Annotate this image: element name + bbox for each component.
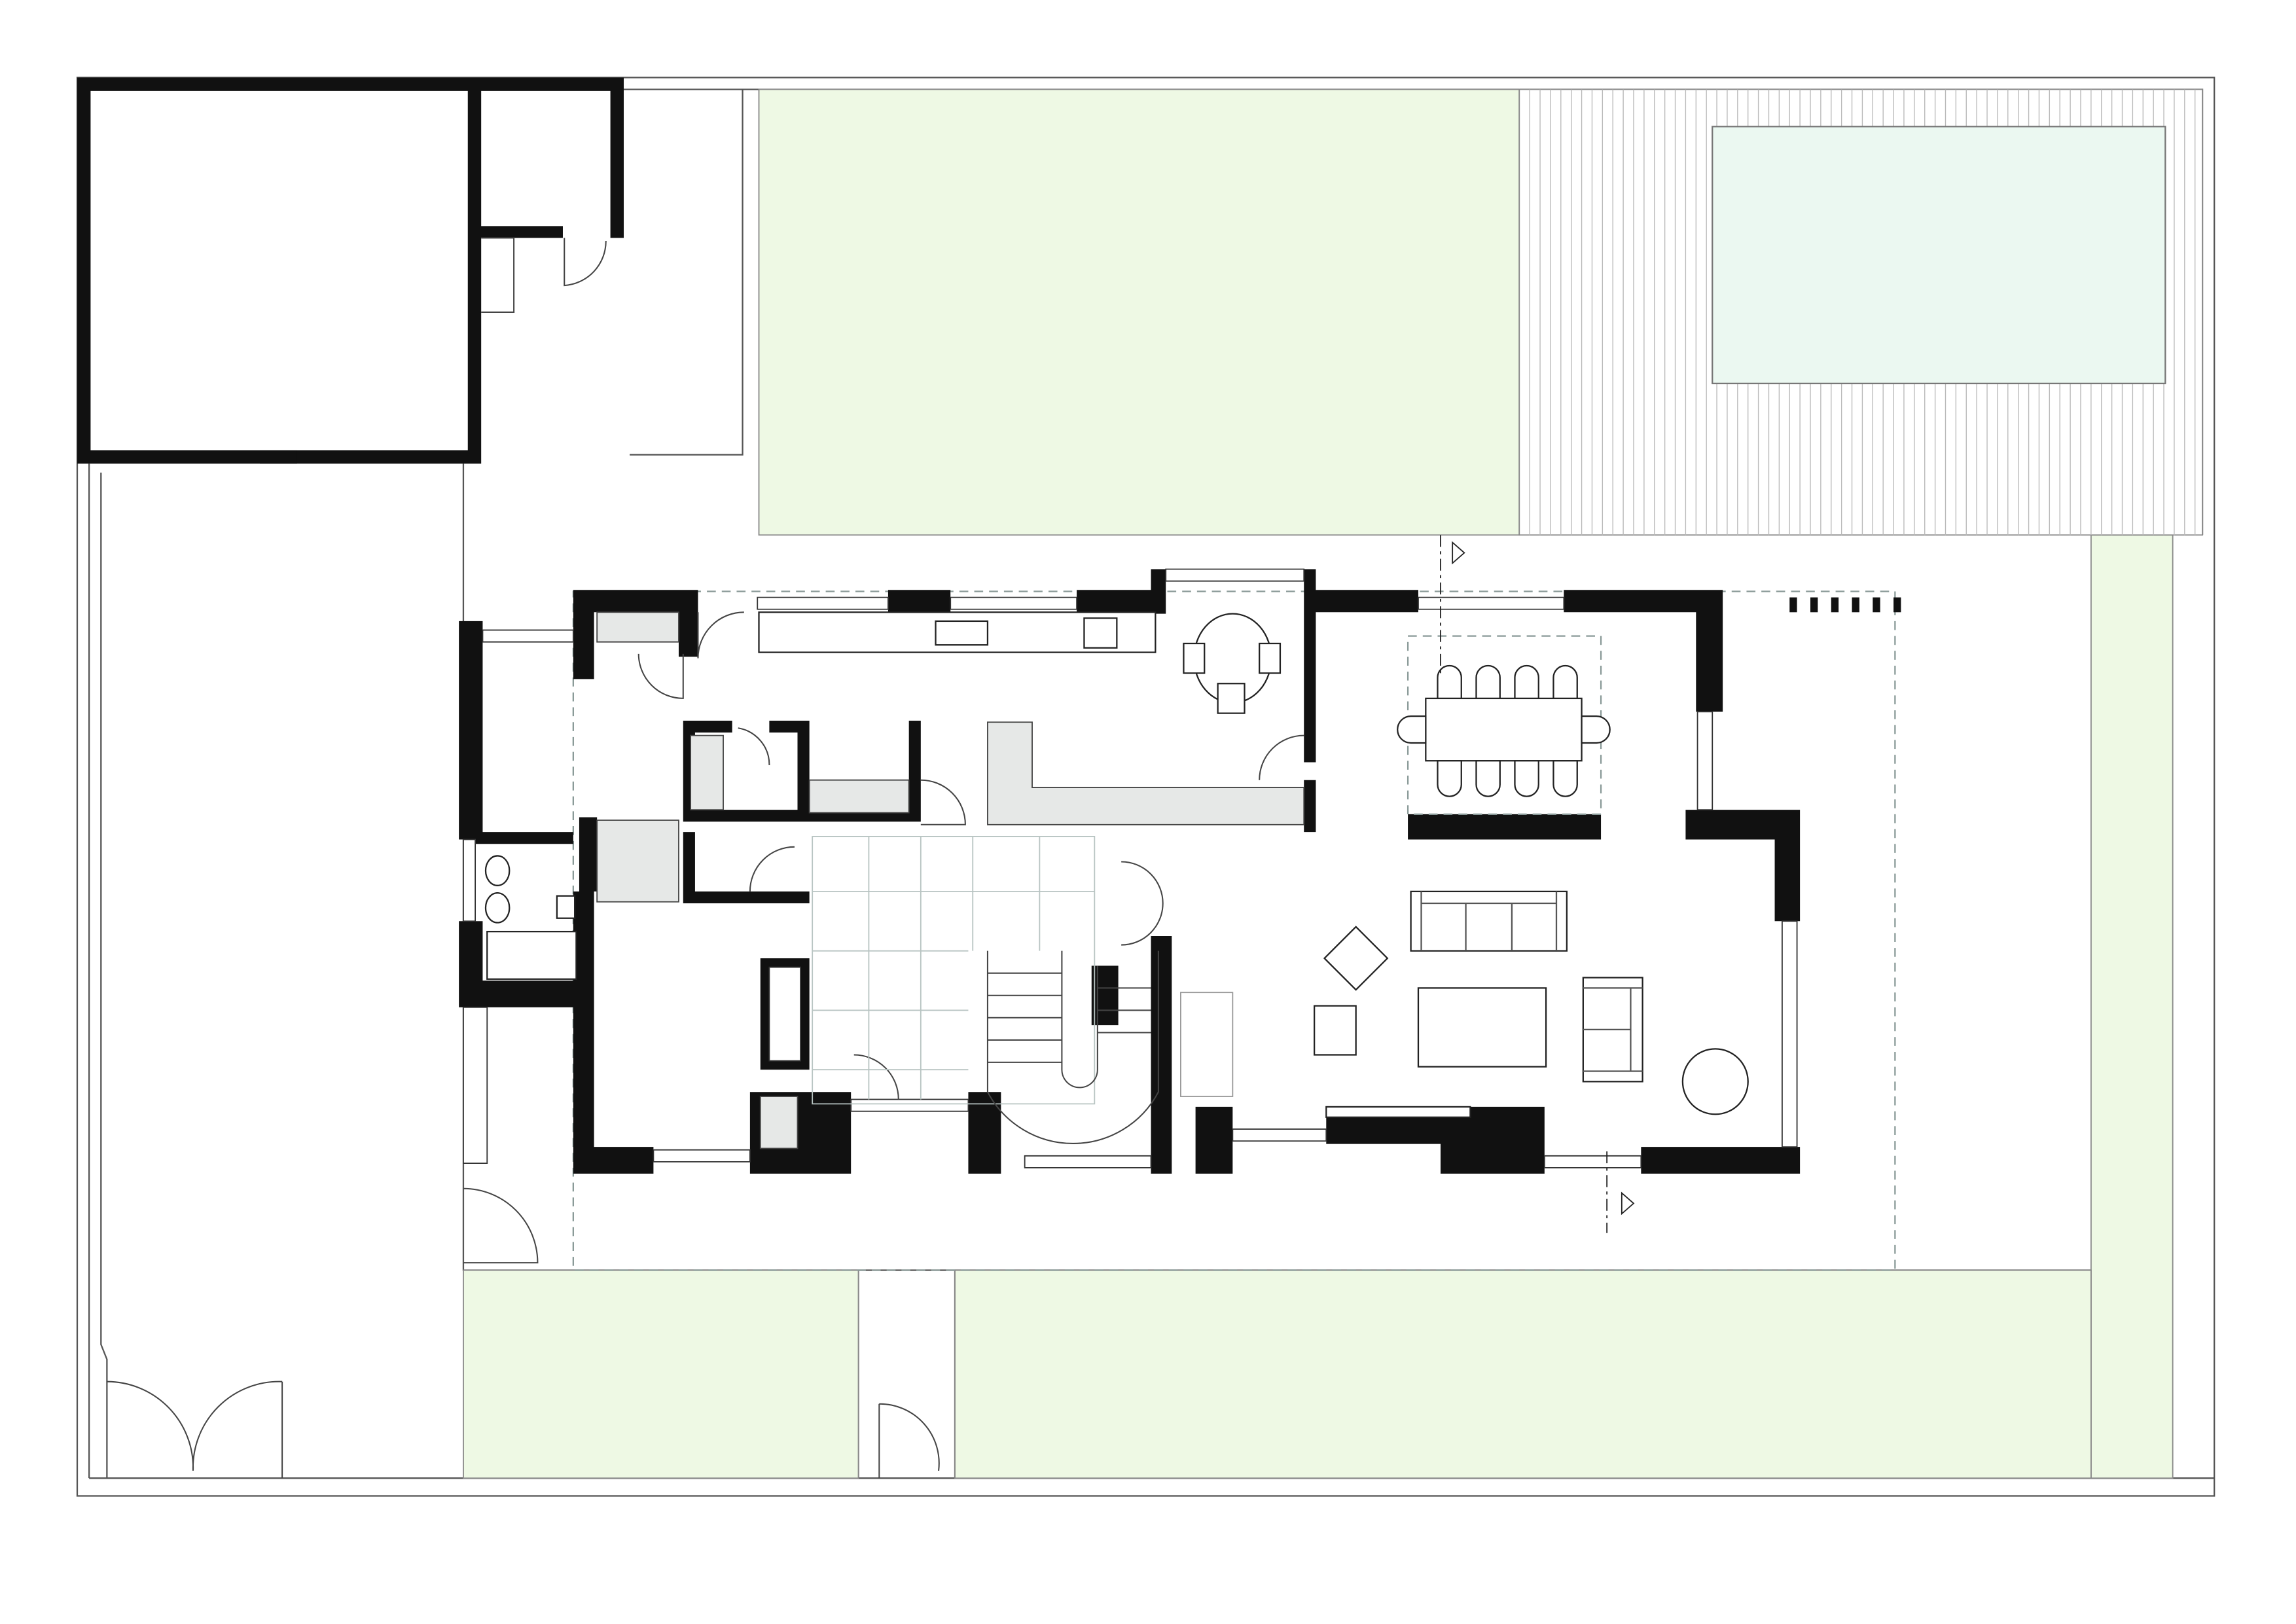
bollard: [1831, 597, 1839, 613]
garage-pillar: [260, 450, 297, 464]
bathtub: [486, 931, 577, 980]
toilet: [484, 855, 511, 886]
sofa-cushions: [1420, 891, 1558, 951]
doors: [107, 611, 1304, 1479]
garage-walls: [77, 77, 624, 464]
bidet: [484, 892, 511, 924]
dining-chair: [1552, 760, 1578, 797]
loveseat-cushions: [1583, 987, 1643, 1072]
coffee-table: [1417, 987, 1547, 1068]
bollard: [1893, 597, 1901, 613]
windows: [463, 568, 1798, 1168]
dining-chair: [1514, 664, 1539, 700]
dining-set: [1397, 664, 1611, 797]
dining-chair: [1397, 715, 1427, 744]
section-arrows: [1452, 541, 1635, 1216]
bollard: [1852, 597, 1859, 613]
dining-chair: [1581, 715, 1611, 744]
bollard: [1873, 597, 1880, 613]
lawn-east: [2090, 534, 2174, 1479]
swimming-pool: [1712, 126, 2166, 385]
dining-chair: [1437, 664, 1462, 700]
dining-chair: [1437, 760, 1462, 797]
sink: [935, 620, 989, 646]
lawn-north: [758, 88, 1520, 536]
sofa: [1410, 890, 1568, 952]
site-boundary: [76, 77, 2215, 1497]
armchair: [1314, 1005, 1357, 1056]
dining-chair: [1552, 664, 1578, 700]
dining-table: [1425, 697, 1583, 762]
hall-grid: [812, 836, 1096, 1105]
bollard: [1789, 597, 1797, 613]
bollards: [1789, 597, 1901, 613]
armchair-angled: [1323, 926, 1389, 991]
lawn-south-west: [463, 1269, 859, 1479]
garage-door-swing: [481, 237, 607, 313]
staircase: [986, 950, 1159, 1144]
hob: [1083, 617, 1118, 649]
sideboard: [1180, 992, 1234, 1097]
lawn-south-east: [954, 1269, 2092, 1479]
dining-chair: [1475, 760, 1501, 797]
wardrobe: [768, 966, 801, 1062]
dining-chair: [1475, 664, 1501, 700]
washbasin: [556, 895, 576, 919]
dining-chair: [1514, 760, 1539, 797]
section-lines: [1440, 535, 1608, 1233]
breakfast-chairs: [1183, 642, 1282, 714]
kitchen-counters: [596, 611, 1305, 903]
tv-console: [1325, 1106, 1471, 1118]
side-table: [1681, 1048, 1749, 1115]
bollard: [1810, 597, 1818, 613]
cabinet: [759, 1096, 798, 1149]
